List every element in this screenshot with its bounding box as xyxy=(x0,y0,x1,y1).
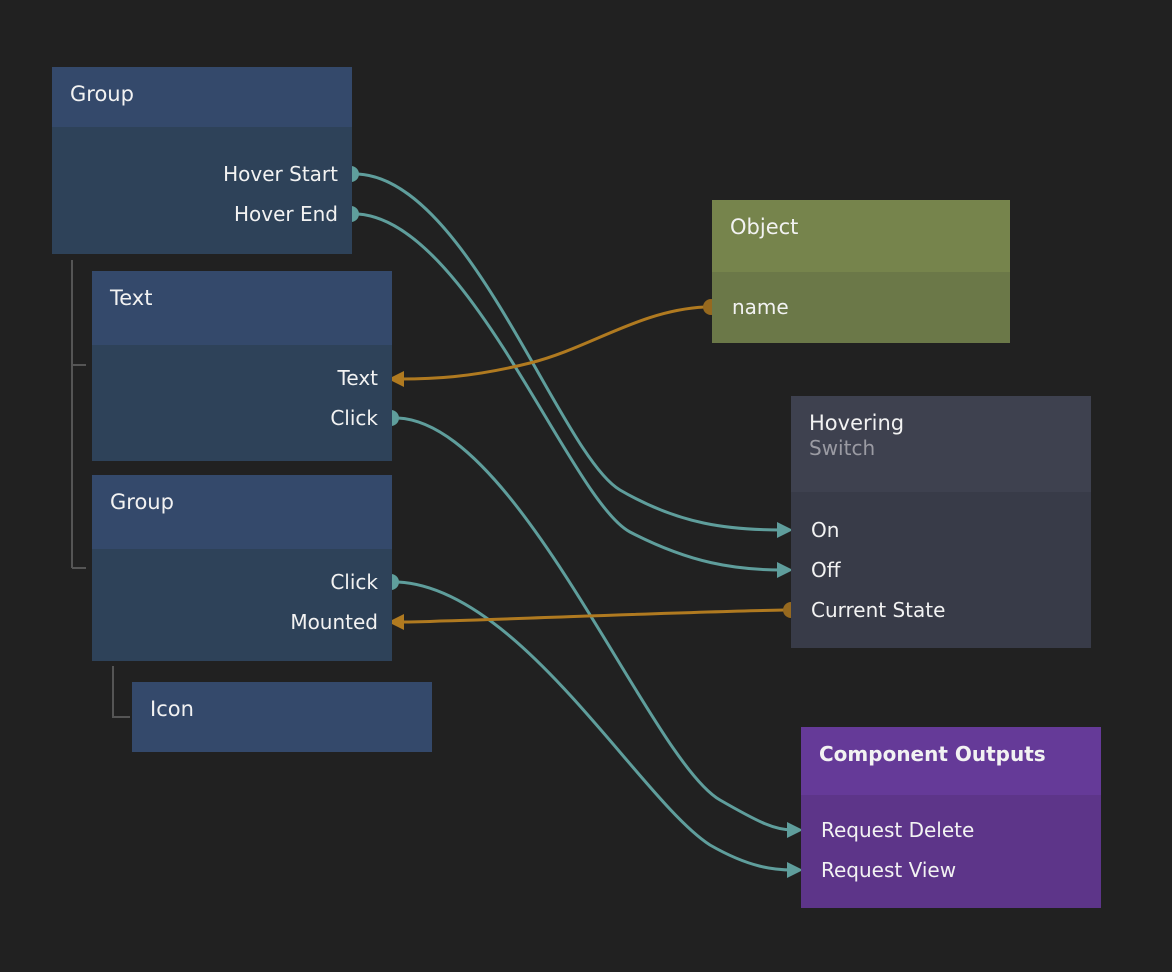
node-subtitle: Switch xyxy=(809,436,876,460)
node-header: Group xyxy=(52,67,352,127)
port-request-delete[interactable]: Request Delete xyxy=(821,818,975,842)
node-header: Text xyxy=(92,271,392,345)
port-on[interactable]: On xyxy=(811,518,840,542)
node-header: Icon xyxy=(132,682,432,752)
port-click[interactable]: Click xyxy=(330,406,378,430)
port-click[interactable]: Click xyxy=(330,570,378,594)
edge-object-name-to-text[interactable] xyxy=(398,305,707,381)
port-request-view[interactable]: Request View xyxy=(821,858,957,882)
node-header: Group xyxy=(92,475,392,549)
edge-group-click-to-request-view[interactable] xyxy=(396,580,795,872)
node-body: name xyxy=(712,272,1010,343)
tree-connector-group-root-children xyxy=(71,260,86,569)
object-node[interactable]: Object name xyxy=(712,200,1010,343)
port-text[interactable]: Text xyxy=(337,366,378,390)
node-title: Group xyxy=(110,490,174,514)
node-title: Component Outputs xyxy=(819,742,1046,766)
edge-text-click-to-request-delete[interactable] xyxy=(396,416,795,832)
port-off[interactable]: Off xyxy=(811,558,841,582)
port-mounted[interactable]: Mounted xyxy=(290,610,378,634)
node-title: Text xyxy=(110,286,153,310)
node-header: Component Outputs xyxy=(801,727,1101,795)
node-title: Hovering xyxy=(809,411,905,435)
port-hover-end[interactable]: Hover End xyxy=(233,202,338,226)
tree-connector-group-child-icon xyxy=(112,666,130,718)
node-title: Object xyxy=(730,215,799,239)
icon-node[interactable]: Icon xyxy=(132,682,432,752)
edge-current-state-to-mounted[interactable] xyxy=(396,608,787,624)
port-name[interactable]: name xyxy=(732,295,789,319)
node-title: Icon xyxy=(150,697,194,721)
port-hover-start[interactable]: Hover Start xyxy=(223,162,338,186)
node-title: Group xyxy=(70,82,134,106)
node-header: Object xyxy=(712,200,1010,272)
port-current-state[interactable]: Current State xyxy=(811,598,946,622)
